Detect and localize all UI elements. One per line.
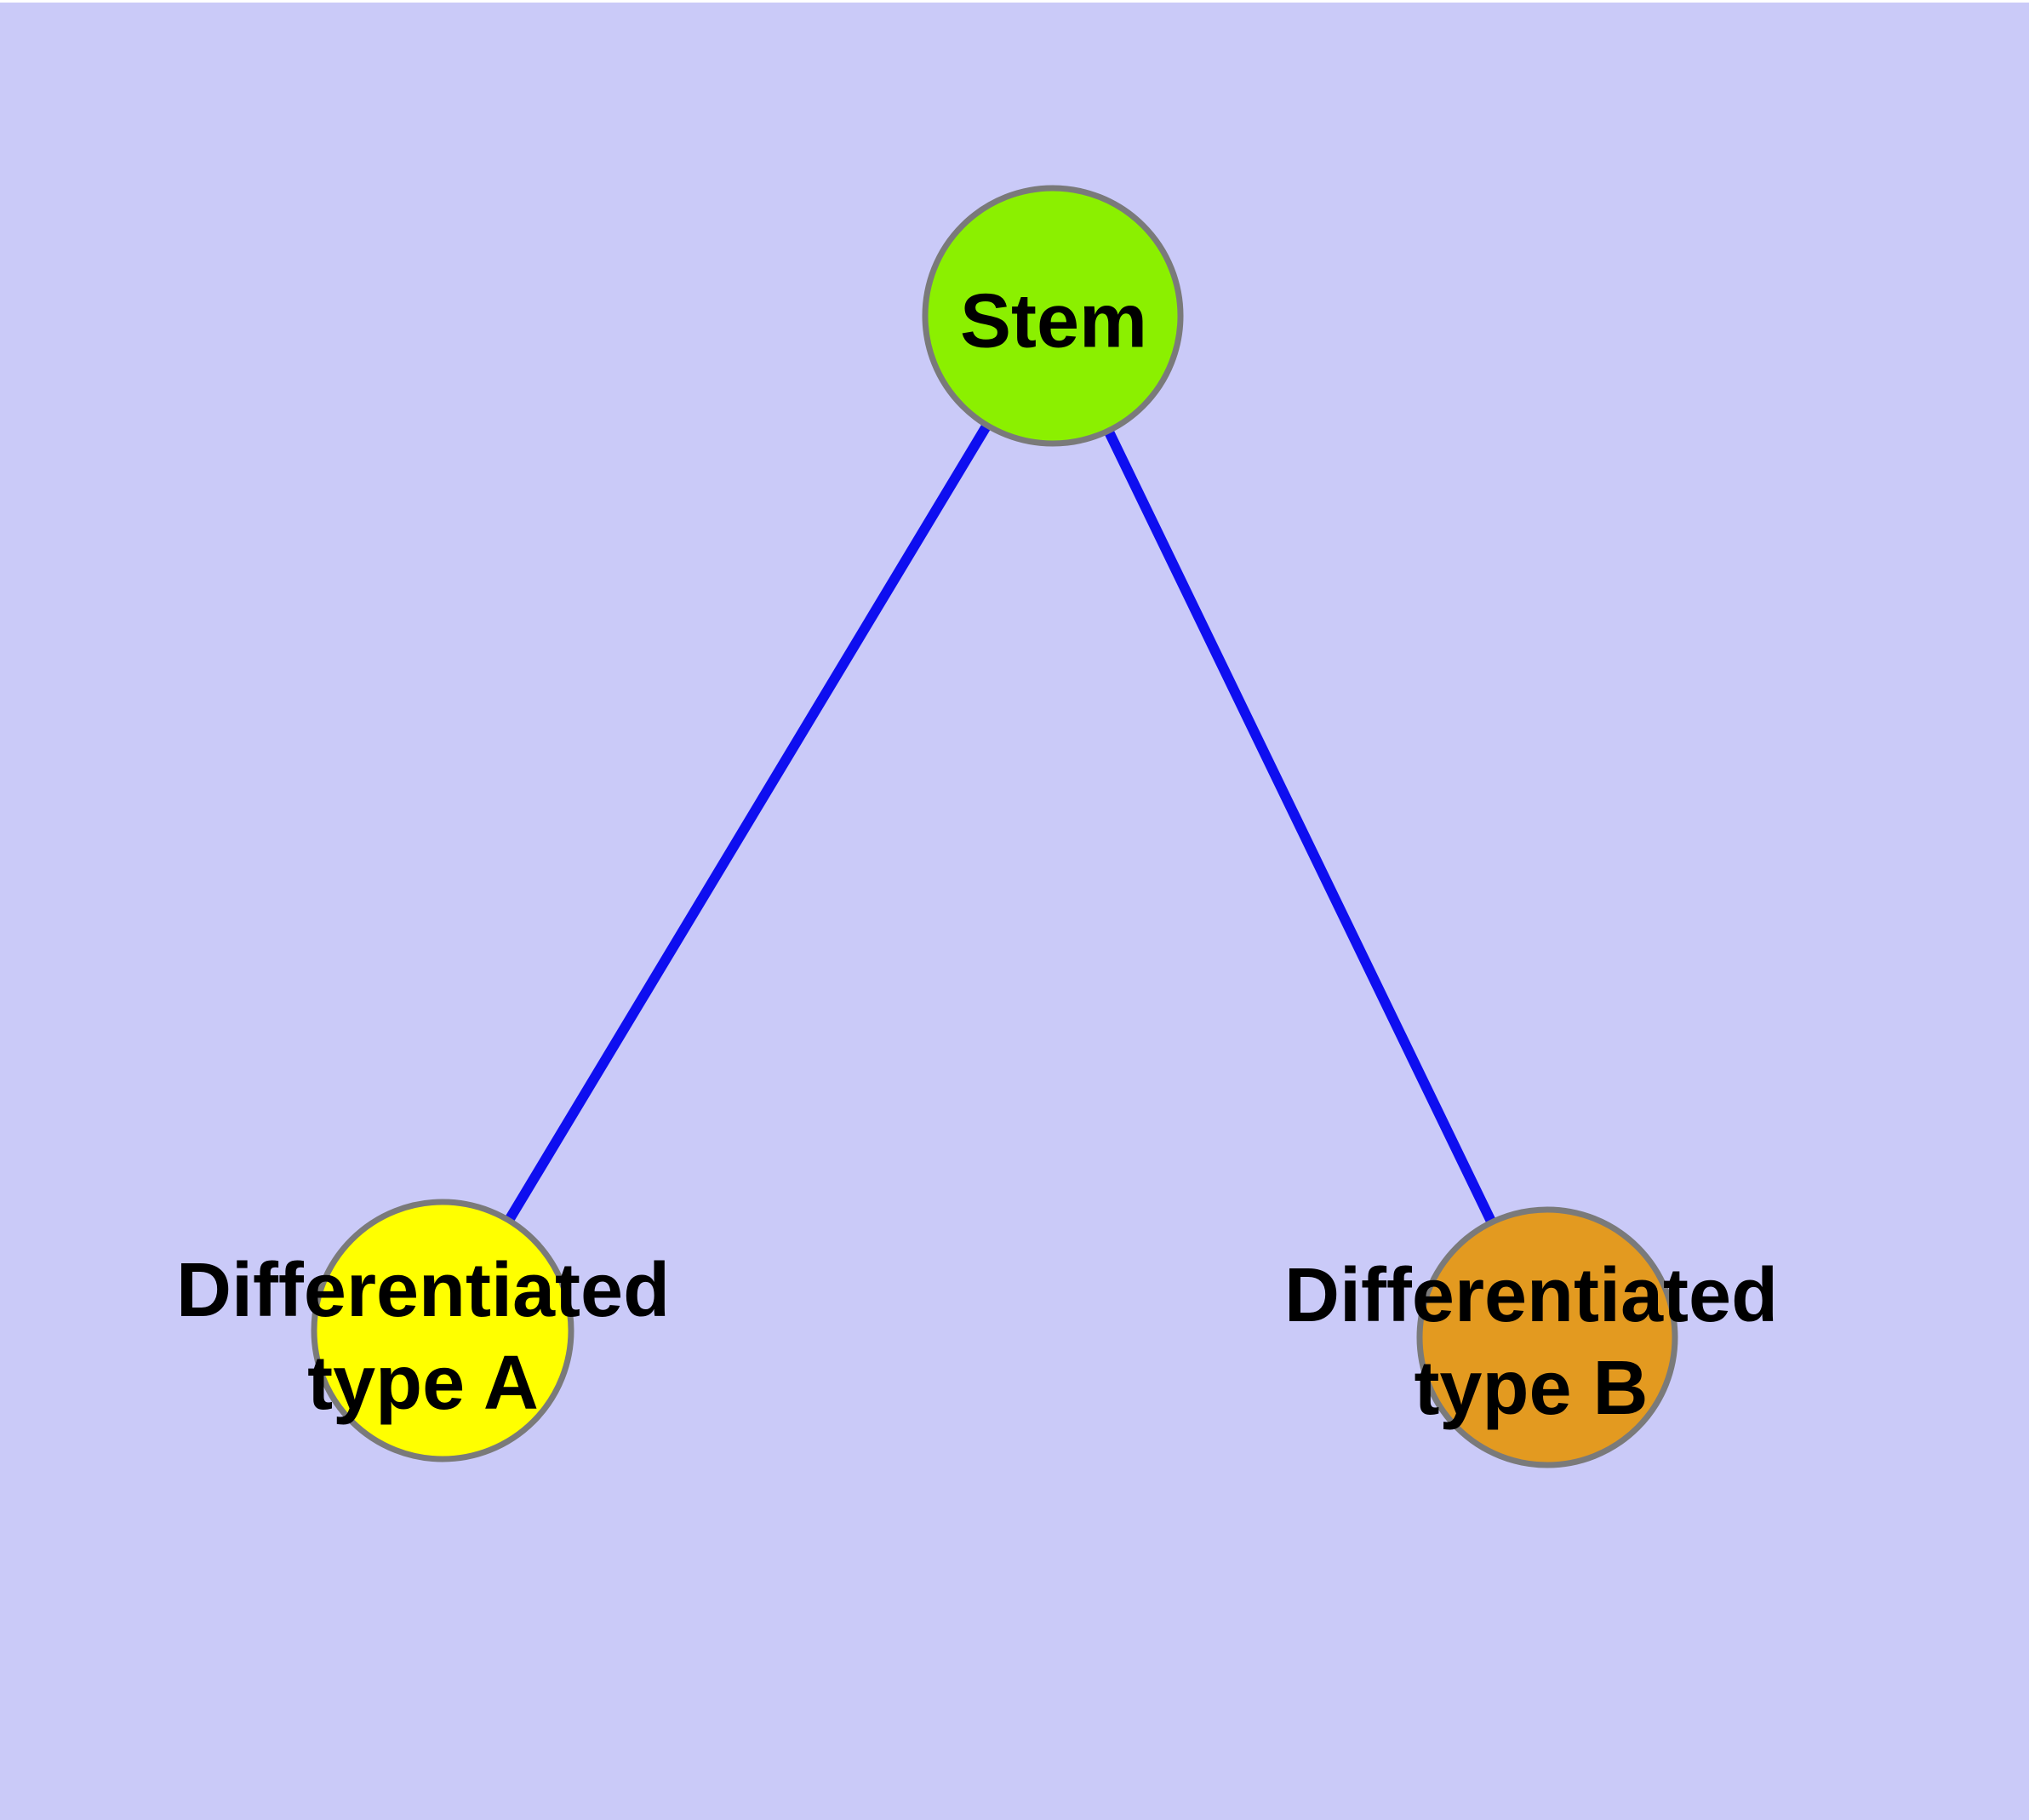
node-stem-label: Stem [959,278,1148,364]
edge-stem-to-type-a [437,312,1058,1334]
node-type-a-label: Differentiated type A [175,1248,671,1426]
node-type-b-circle [1416,1206,1678,1468]
window-top-edge [0,0,2029,3]
edge-stem-to-type-b [1048,313,1552,1340]
node-type-b-label: Differentiated type B [1283,1253,1779,1431]
node-stem-circle [922,185,1184,447]
node-type-a-circle [311,1199,574,1462]
